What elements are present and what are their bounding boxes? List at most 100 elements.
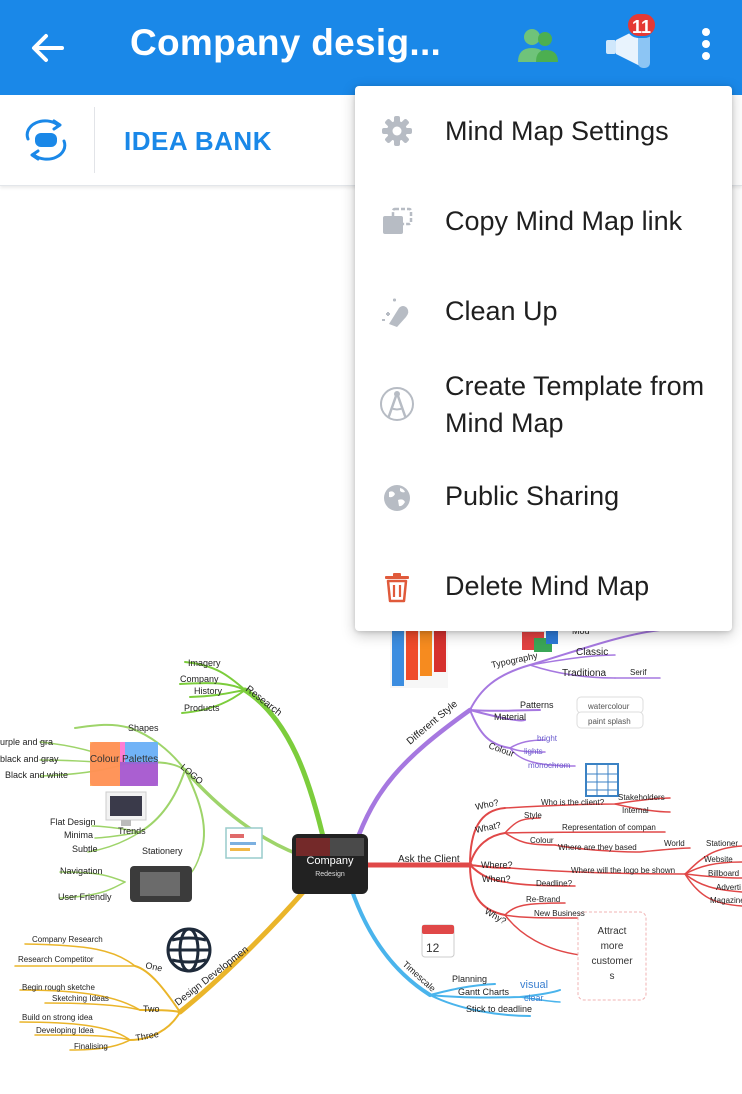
- label-clear: clear: [524, 993, 544, 1003]
- switch-view-button[interactable]: [18, 115, 74, 165]
- collaborators-button[interactable]: [510, 18, 566, 74]
- label-where-logo: Where will the logo be shown: [571, 866, 675, 875]
- globe-icon: [384, 485, 410, 511]
- label-deadline: Deadline?: [536, 879, 573, 888]
- sparkle-hand-icon: [382, 298, 409, 327]
- label-planning: Planning: [452, 974, 487, 984]
- label-shapes: Shapes: [128, 723, 159, 733]
- back-button[interactable]: [22, 22, 74, 74]
- label-adverti: Adverti: [716, 883, 741, 892]
- label-three: Three: [135, 1029, 160, 1043]
- label-where-based: Where are they based: [558, 843, 637, 852]
- label-colour-2: black and gray: [0, 754, 59, 764]
- paint-swatches-image: [390, 630, 448, 688]
- calendar-day: 12: [426, 941, 440, 955]
- branch-design-development: [177, 887, 308, 1015]
- label-bright: bright: [537, 734, 558, 743]
- more-options-button[interactable]: [690, 22, 722, 70]
- colour-palettes-image: [90, 742, 158, 786]
- label-colour-3: Black and white: [5, 770, 68, 780]
- label-where: Where?: [481, 860, 513, 870]
- label-website: Website: [704, 855, 733, 864]
- label-monochrom: monochrom: [528, 761, 571, 770]
- label-subtle: Subtle: [72, 844, 98, 854]
- label-paint-splash: paint splash: [588, 717, 631, 726]
- idea-bank-button[interactable]: IDEA BANK: [124, 126, 272, 156]
- spreadsheet-image: [585, 763, 619, 797]
- pattern-tags: [576, 696, 644, 729]
- label-mod: Mod: [572, 626, 590, 636]
- label-history: History: [194, 686, 223, 696]
- label-rebrand: Re-Brand: [526, 895, 560, 904]
- label-serif: Serif: [630, 668, 647, 677]
- menu-item-public-sharing[interactable]: Public Sharing: [355, 456, 732, 541]
- label-flat-design: Flat Design: [50, 817, 96, 827]
- label-internal: Internal: [622, 806, 649, 815]
- branch-different-style: [352, 707, 473, 848]
- menu-label-clean-up: Clean Up: [445, 296, 558, 326]
- menu-item-delete[interactable]: Delete Mind Map: [355, 541, 732, 631]
- overflow-menu: Mind Map Settings Copy Mind Map link Cle…: [355, 86, 732, 631]
- trash-icon: [385, 573, 409, 603]
- label-who-is-client: Who is the client?: [541, 798, 605, 807]
- label-new-business: New Business: [534, 909, 585, 918]
- label-billboard: Billboard: [708, 869, 739, 878]
- label-user-friendly: User Friendly: [58, 892, 112, 902]
- label-colour-client: Colour: [530, 836, 554, 845]
- label-magazine: Magazine: [710, 896, 742, 905]
- label-strong-idea: Build on strong idea: [22, 1013, 93, 1022]
- label-who: Who?: [474, 797, 499, 812]
- compass-icon: [380, 387, 414, 421]
- label-material: Material: [494, 712, 526, 722]
- label-when: When?: [482, 874, 511, 884]
- menu-label-public-sharing: Public Sharing: [445, 481, 620, 511]
- label-company: Company: [180, 674, 219, 684]
- label-visual: visual: [520, 979, 548, 991]
- label-stationery: Stationery: [142, 846, 183, 856]
- label-trends: Trends: [118, 826, 146, 836]
- label-one: One: [145, 960, 164, 973]
- label-navigation: Navigation: [60, 866, 103, 876]
- label-minima: Minima: [64, 830, 93, 840]
- app-bar: Company desig... 11: [0, 0, 742, 95]
- arrow-back-icon: [32, 34, 64, 62]
- label-colour-style: Colour: [487, 740, 515, 758]
- label-rough-sketches: Begin rough sketche: [22, 983, 95, 992]
- central-subtitle: Redesign: [315, 871, 345, 878]
- label-design-development: Design Developmen: [173, 944, 251, 1008]
- label-typography: Typography: [490, 650, 539, 670]
- label-lights: lights: [524, 747, 543, 756]
- label-imagery: Imagery: [188, 658, 221, 668]
- label-developing-idea: Developing Idea: [36, 1026, 94, 1035]
- label-why: Why?: [483, 906, 508, 926]
- label-research-competitor: Research Competitor: [18, 955, 94, 964]
- trends-monitor-image: [105, 791, 147, 826]
- menu-label-create-template: Create Template from Mind Map: [445, 371, 705, 438]
- label-ask-client: Ask the Client: [398, 854, 460, 865]
- label-representation: Representation of compan: [562, 823, 656, 832]
- label-company-research: Company Research: [32, 935, 103, 944]
- branch-logo: [183, 768, 302, 857]
- calendar-icon: [421, 924, 455, 958]
- branch-research: [242, 687, 328, 848]
- gear-icon: [382, 116, 412, 146]
- menu-item-clean-up[interactable]: Clean Up: [355, 266, 732, 356]
- menu-item-copy-link[interactable]: Copy Mind Map link: [355, 176, 732, 266]
- label-gantt: Gantt Charts: [458, 987, 510, 997]
- copy-link-icon: [383, 207, 413, 234]
- menu-item-mind-map-settings[interactable]: Mind Map Settings: [355, 86, 732, 176]
- menu-item-create-template[interactable]: Create Template from Mind Map: [355, 356, 732, 456]
- label-research: Research: [243, 684, 284, 719]
- label-style: Style: [524, 811, 542, 820]
- label-attract-2: more: [601, 941, 624, 952]
- label-patterns: Patterns: [520, 700, 554, 710]
- label-attract-1: Attract: [598, 926, 627, 937]
- label-stationer: Stationer: [706, 839, 738, 848]
- globe-image: [166, 927, 212, 973]
- label-attract-3: customer: [591, 956, 633, 967]
- label-sketching-ideas: Sketching Ideas: [52, 994, 109, 1003]
- mind-map-title[interactable]: Company desig...: [130, 22, 442, 63]
- label-classic: Classic: [576, 647, 608, 658]
- blocks-image: [522, 630, 558, 652]
